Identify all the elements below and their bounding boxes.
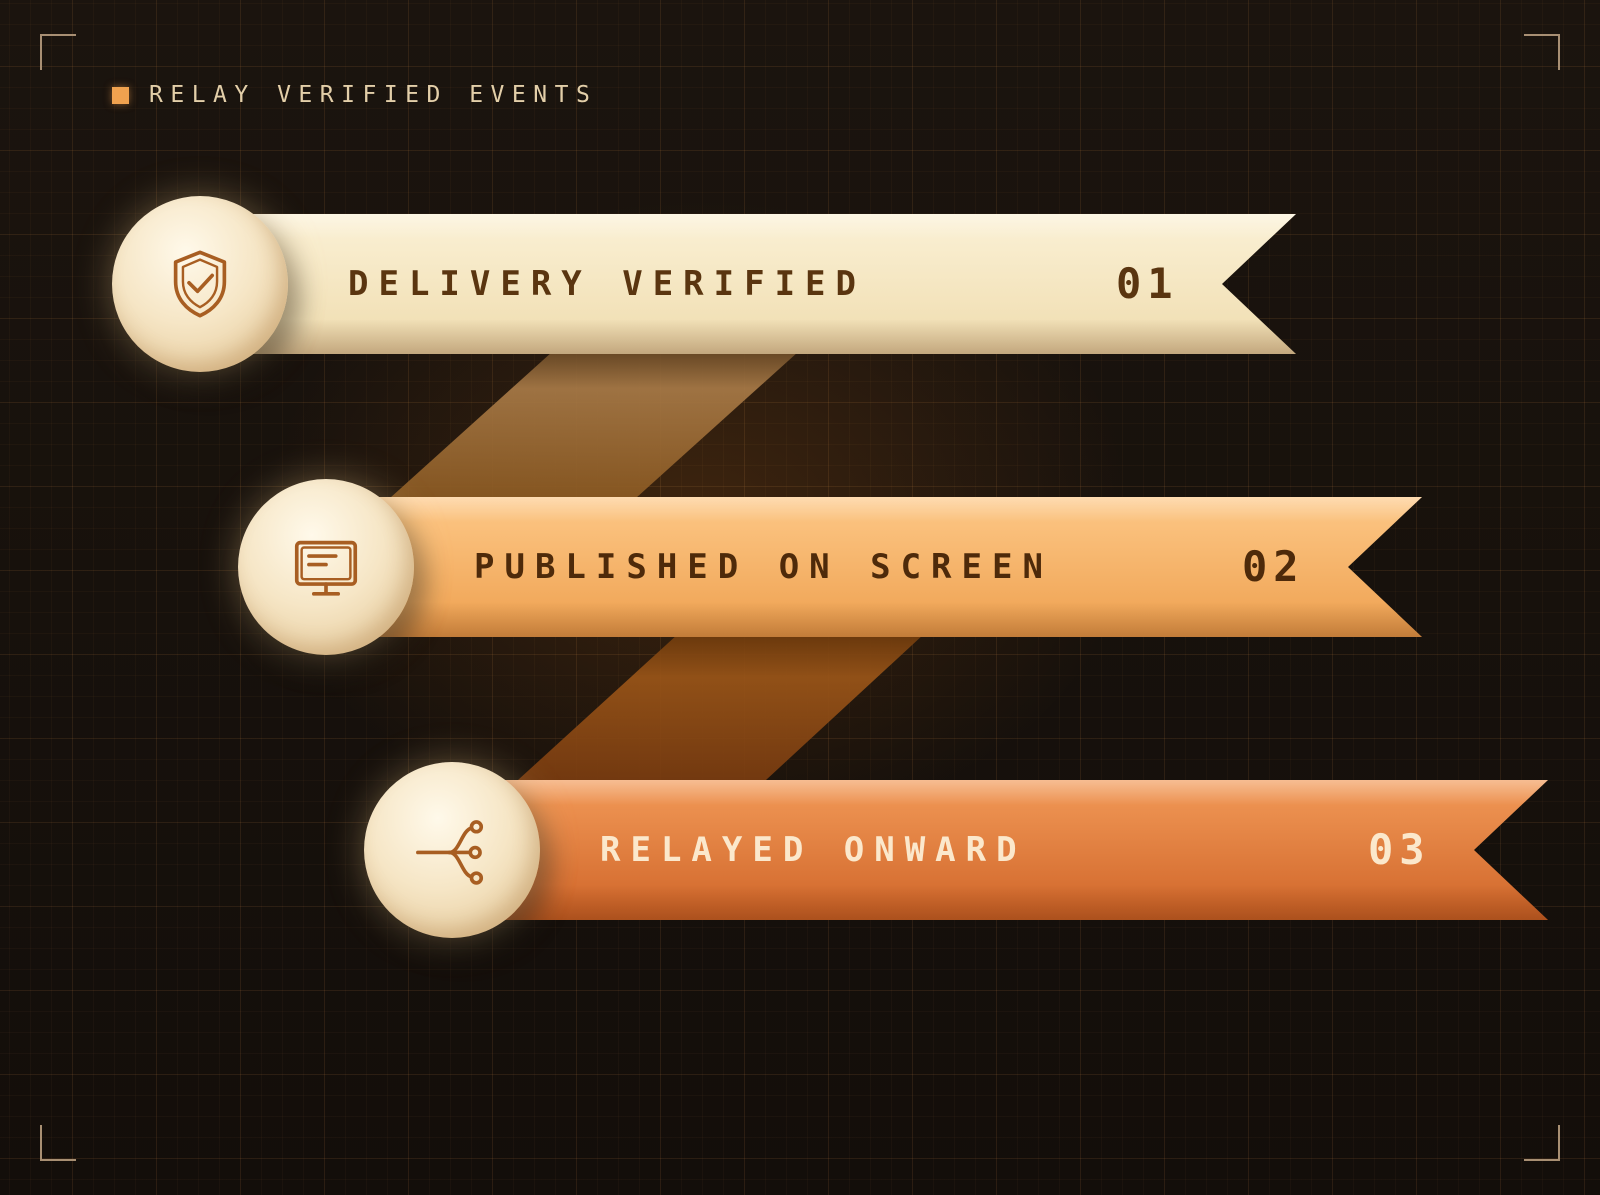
step-1: DELIVERY VERIFIED 01 [190, 214, 1296, 354]
corner-mark-bottom-right [1524, 1125, 1560, 1161]
monitor-icon [294, 540, 358, 596]
corner-mark-top-right [1524, 34, 1560, 70]
step-3-badge [364, 762, 540, 938]
shield-check-icon [173, 250, 227, 318]
corner-mark-bottom-left [40, 1125, 76, 1161]
step-2-number: 02 [1242, 542, 1305, 591]
step-2-label: PUBLISHED ON SCREEN [474, 547, 1053, 587]
connector-1-2 [390, 352, 798, 498]
diagram-title: RELAY VERIFIED EVENTS [149, 82, 598, 108]
step-3-number: 03 [1368, 825, 1431, 874]
step-2-ribbon [316, 497, 1422, 637]
connector-2-3 [518, 634, 924, 780]
header-square-icon [112, 86, 129, 104]
step-3-ribbon [442, 780, 1548, 920]
branch-icon [416, 820, 484, 885]
step-2: PUBLISHED ON SCREEN 02 [316, 497, 1422, 637]
step-2-badge [238, 479, 414, 655]
step-1-badge [112, 196, 288, 372]
step-1-ribbon [190, 214, 1296, 354]
corner-mark-top-left [40, 34, 76, 70]
diagram-header: RELAY VERIFIED EVENTS [112, 82, 597, 108]
step-1-label: DELIVERY VERIFIED [348, 264, 866, 304]
step-1-number: 01 [1116, 259, 1179, 308]
step-3-label: RELAYED ONWARD [600, 830, 1027, 870]
step-3: RELAYED ONWARD 03 [442, 780, 1548, 920]
